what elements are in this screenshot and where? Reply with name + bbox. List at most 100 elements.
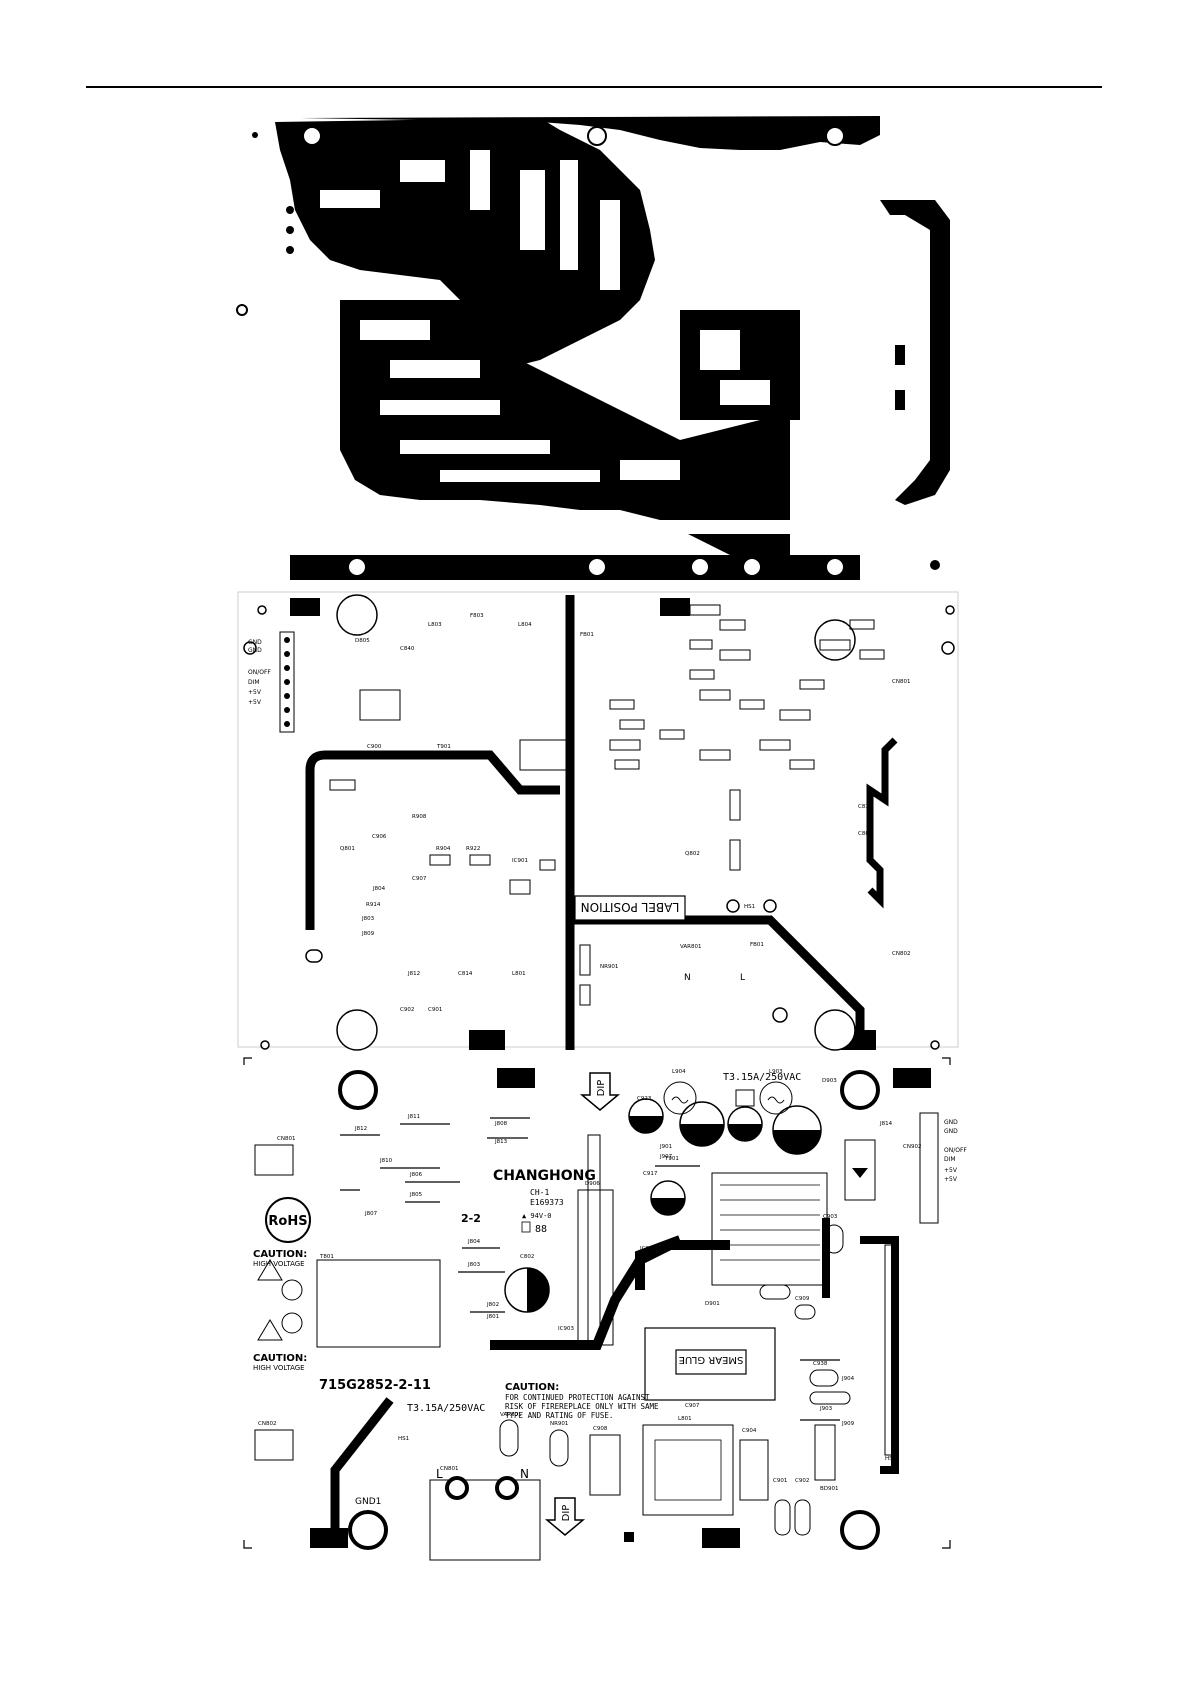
copper-layer-panel — [236, 116, 950, 580]
svg-text:C908: C908 — [593, 1426, 608, 1432]
svg-text:L803: L803 — [428, 622, 442, 628]
connector-cn801-ac — [429, 1476, 541, 1561]
connector-cn902 — [919, 1112, 939, 1224]
fuse-caution-line: RISK OF FIREREPLACE ONLY WITH SAME — [505, 1402, 659, 1411]
ul-mark: CH-1 — [530, 1188, 549, 1197]
brand-text: CHANGHONG — [493, 1168, 596, 1184]
fuse-caution-line: FOR CONTINUED PROTECTION AGAINST — [505, 1393, 650, 1402]
svg-text:C923: C923 — [637, 1096, 652, 1102]
pin-label: +5V — [248, 699, 262, 706]
svg-text:T801: T801 — [319, 1254, 334, 1260]
svg-text:J814: J814 — [879, 1121, 893, 1127]
label-position-text: LABEL POSITION — [581, 900, 680, 914]
svg-text:C907: C907 — [685, 1403, 700, 1409]
panel-2-outline — [237, 591, 959, 1048]
svg-text:C909: C909 — [795, 1296, 810, 1302]
svg-text:FB01: FB01 — [580, 632, 594, 638]
dip-arrow-bottom: DIP — [544, 1497, 586, 1536]
svg-text:GND: GND — [944, 1119, 958, 1126]
svg-text:C904: C904 — [742, 1428, 757, 1434]
svg-text:HS1: HS1 — [398, 1436, 409, 1442]
board-rev: 2-2 — [461, 1212, 481, 1225]
svg-text:CN902: CN902 — [903, 1144, 921, 1150]
svg-text:C840: C840 — [400, 646, 415, 652]
svg-text:C803: C803 — [858, 831, 873, 837]
svg-text:ON/OFF: ON/OFF — [944, 1147, 967, 1154]
svg-text:L903: L903 — [769, 1069, 783, 1075]
svg-text:C907: C907 — [412, 876, 427, 882]
inductor-l801 — [642, 1424, 734, 1516]
copper-holes — [236, 126, 845, 577]
filter-caps — [254, 1144, 851, 1536]
diode-d903 — [844, 1139, 876, 1201]
label-position-box — [574, 895, 686, 921]
svg-text:J803: J803 — [467, 1262, 481, 1268]
svg-text:J803: J803 — [361, 916, 375, 922]
transformer-windings — [720, 1184, 820, 1261]
svg-text:J811: J811 — [407, 1114, 420, 1120]
heatsink-hs3 — [884, 1244, 898, 1456]
pin-label: +5V — [248, 689, 262, 696]
smear-glue-frame — [675, 1349, 747, 1375]
trace-gnd1 — [330, 1397, 394, 1540]
svg-text:C901: C901 — [773, 1478, 787, 1484]
svg-text:Q801: Q801 — [340, 846, 355, 852]
svg-text:DIM: DIM — [944, 1156, 956, 1163]
jumper-wires — [340, 1117, 840, 1421]
svg-text:J804: J804 — [467, 1239, 481, 1245]
svg-text:C814: C814 — [458, 971, 473, 977]
inductors-top — [663, 1081, 793, 1115]
panel-3-corners — [243, 1057, 951, 1549]
svg-text:DIP: DIP — [561, 1505, 572, 1522]
bottom-components-panel: GND GND ON/OFF DIM +5V +5V — [237, 591, 959, 1051]
pin-label: GND — [248, 639, 262, 646]
svg-text:T901: T901 — [436, 744, 451, 750]
svg-text:C903: C903 — [823, 1214, 838, 1220]
svg-text:J813: J813 — [494, 1139, 508, 1145]
svg-text:+5V: +5V — [944, 1176, 958, 1183]
svg-text:NR901: NR901 — [600, 964, 618, 970]
svg-text:IC802: IC802 — [640, 1246, 656, 1252]
svg-text:J810: J810 — [379, 1158, 393, 1164]
svg-text:J909: J909 — [841, 1421, 855, 1427]
transformer-t801-left — [316, 1259, 441, 1348]
svg-text:NR901: NR901 — [550, 1421, 568, 1427]
svg-text:GND: GND — [944, 1128, 958, 1135]
transformer-t801 — [711, 1172, 828, 1286]
svg-text:D901: D901 — [705, 1301, 720, 1307]
cn902-pin-labels: GND GND ON/OFF DIM +5V +5V — [944, 1119, 967, 1183]
svg-text:CN801: CN801 — [892, 679, 910, 685]
copper-trace-right-loop — [880, 200, 950, 505]
flame-rating: ▲ 94V-0 — [522, 1212, 552, 1220]
electrolytic-caps — [504, 1098, 822, 1313]
rohs-logo — [265, 1197, 311, 1243]
pin-label: DIM — [248, 679, 260, 686]
svg-text:N: N — [684, 973, 691, 983]
svg-text:J804: J804 — [372, 886, 386, 892]
svg-text:C802: C802 — [520, 1254, 534, 1260]
svg-text:HS3: HS3 — [885, 1456, 897, 1462]
copper-pads — [252, 132, 940, 570]
date-box — [521, 1221, 531, 1233]
svg-text:IC901: IC901 — [512, 858, 528, 864]
copper-pour-top — [300, 116, 880, 150]
trace-hv-loop — [305, 750, 560, 930]
header-rule — [86, 86, 1102, 88]
ac-neutral-label: N — [520, 1467, 529, 1481]
svg-text:J907: J907 — [659, 1154, 673, 1160]
svg-text:R908: R908 — [412, 814, 427, 820]
svg-text:FB01: FB01 — [750, 942, 764, 948]
top-mount-holes — [338, 1070, 880, 1550]
bottom-pads — [290, 598, 876, 1050]
svg-text:C900: C900 — [367, 744, 382, 750]
smear-glue-text: SMEAR GLUE — [679, 1354, 744, 1365]
smd-cluster — [329, 604, 885, 1006]
svg-text:J801: J801 — [486, 1314, 499, 1320]
svg-text:C917: C917 — [643, 1171, 658, 1177]
svg-text:R914: R914 — [366, 902, 381, 908]
svg-text:BD901: BD901 — [820, 1486, 839, 1492]
pin-label: ON/OFF — [248, 669, 271, 676]
diode-d906 — [577, 1189, 614, 1346]
svg-text:CN801: CN801 — [440, 1466, 458, 1472]
